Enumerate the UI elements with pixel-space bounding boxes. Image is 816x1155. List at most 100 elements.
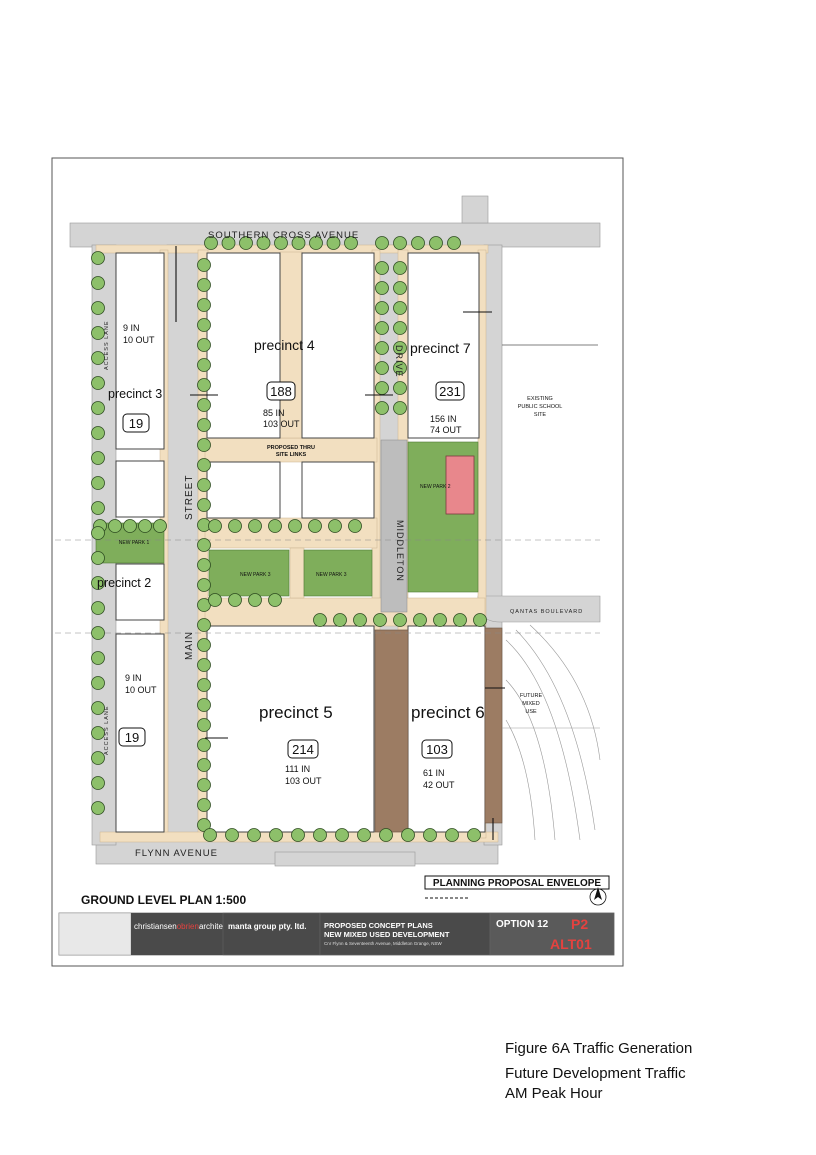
southwest-in: 9 IN (125, 673, 142, 683)
street-tree-90 (313, 828, 327, 842)
figure-caption-line-3: AM Peak Hour (505, 1085, 603, 1102)
street-tree-92 (357, 828, 371, 842)
street-tree-26 (197, 498, 211, 512)
street-tree-40 (197, 778, 211, 792)
street-tree-108 (91, 501, 105, 515)
street-tree-76 (313, 613, 327, 627)
street-label-qantas: QANTAS BOULEVARD (510, 609, 583, 615)
street-tree-61 (123, 519, 137, 533)
street-tree-71 (348, 519, 362, 533)
precinct-6-label: precinct 6 (411, 703, 485, 722)
precinct-2-block (115, 563, 165, 621)
street-tree-102 (91, 351, 105, 365)
street-tree-13 (447, 236, 461, 250)
street-tree-111 (91, 576, 105, 590)
street-label-access-lane-top: ACCESS LANE (104, 320, 110, 370)
project-line-3: Cnr Flynn & Seventeenth Avenue, Middleto… (324, 941, 442, 946)
street-tree-33 (197, 638, 211, 652)
client-name: manta group pty. ltd. (228, 922, 307, 931)
street-tree-80 (393, 613, 407, 627)
street-tree-106 (91, 451, 105, 465)
street-tree-65 (228, 519, 242, 533)
precinct-4-units-box (266, 381, 296, 401)
street-tree-5 (291, 236, 306, 250)
street-tree-100 (91, 301, 105, 315)
street-tree-23 (197, 438, 211, 452)
street-tree-54 (393, 361, 407, 375)
street-tree-53 (375, 361, 389, 375)
street-tree-29 (197, 558, 211, 572)
street-tree-38 (197, 738, 211, 752)
street-tree-110 (91, 551, 105, 565)
precinct-2-label: precinct 2 (97, 576, 151, 590)
street-tree-103 (91, 376, 105, 390)
community-centre-building (445, 455, 475, 515)
street-tree-6 (309, 236, 323, 250)
architects-cell (131, 913, 223, 955)
street-tree-36 (197, 698, 211, 712)
street-tree-116 (91, 701, 105, 715)
street-tree-9 (375, 236, 389, 250)
main-street-road (166, 244, 201, 846)
architects-logo: christiansenobrienarchitects (134, 922, 233, 931)
precinct-5-units: 214 (292, 742, 314, 757)
street-tree-4 (274, 236, 288, 250)
street-tree-101 (91, 326, 105, 340)
street-tree-12 (429, 236, 443, 250)
street-tree-109 (91, 526, 105, 540)
southwest-out: 10 OUT (125, 685, 157, 695)
street-tree-67 (268, 519, 282, 533)
street-tree-8 (344, 236, 358, 250)
street-tree-72 (208, 593, 222, 607)
precinct-4-block-east (301, 252, 375, 439)
precinct-6-units: 103 (426, 742, 448, 757)
precinct-4-units: 188 (270, 384, 292, 399)
precinct-7-out: 74 OUT (430, 425, 462, 435)
street-tree-94 (401, 828, 415, 842)
street-tree-41 (197, 798, 211, 812)
new-park-3b-area (303, 549, 373, 597)
street-tree-48 (393, 301, 407, 315)
street-tree-118 (91, 751, 105, 765)
future-label-1: FUTURE (520, 693, 543, 699)
street-tree-60 (108, 519, 122, 533)
project-line-1: PROPOSED CONCEPT PLANS (324, 921, 433, 930)
street-tree-70 (328, 519, 342, 533)
street-tree-82 (433, 613, 447, 627)
street-label-flynn: FLYNN AVENUE (135, 848, 218, 859)
precinct-5-label: precinct 5 (259, 703, 333, 722)
street-tree-18 (197, 338, 211, 352)
precinct-3-lower-block (115, 460, 165, 518)
client-cell (222, 912, 321, 956)
figure-caption-line-2: Future Development Traffic (505, 1065, 686, 1082)
new-park-1-label: NEW PARK 1 (119, 540, 150, 546)
street-tree-64 (208, 519, 222, 533)
street-tree-93 (379, 828, 393, 842)
street-tree-107 (91, 476, 105, 490)
planning-envelope-label: PLANNING PROPOSAL ENVELOPE (433, 878, 602, 889)
stippled-paving (380, 439, 408, 613)
park-divider-strip (289, 547, 305, 599)
street-tree-81 (413, 613, 427, 627)
precinct-3-in: 9 IN (123, 323, 140, 333)
street-tree-84 (473, 613, 487, 627)
street-tree-2 (239, 236, 253, 250)
street-tree-104 (91, 401, 105, 415)
precinct-7-units-box (435, 381, 465, 401)
street-tree-50 (393, 321, 407, 335)
precinct-6-in: 61 IN (423, 768, 445, 778)
street-tree-88 (269, 828, 283, 842)
thru-links-label-1: PROPOSED THRU (267, 445, 315, 451)
project-cell (319, 912, 491, 956)
street-tree-87 (247, 828, 261, 842)
street-tree-62 (138, 519, 152, 533)
street-tree-42 (197, 818, 211, 832)
street-tree-105 (91, 426, 105, 440)
street-tree-17 (197, 318, 211, 332)
street-tree-44 (393, 261, 407, 275)
street-tree-39 (197, 758, 211, 772)
new-park-3a-area (208, 549, 290, 597)
street-tree-95 (423, 828, 437, 842)
street-label-main: MAIN (184, 631, 195, 660)
